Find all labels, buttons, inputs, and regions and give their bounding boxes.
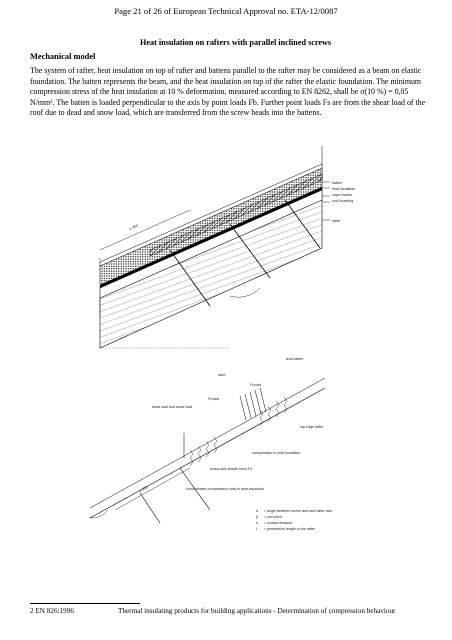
drawing-svg: ≥ 250 batten heat insulation vapor barri… <box>89 146 355 531</box>
axis-batten-label: axis batten <box>286 357 303 361</box>
paragraph-text: The system of rafter, heat insulation on… <box>30 66 426 118</box>
dim-bottom-label: ≥ 250 <box>139 485 149 493</box>
technical-drawing: ≥ 250 batten heat insulation vapor barri… <box>60 138 432 598</box>
heat-insulation-label: heat insulation <box>332 187 355 191</box>
footnote-text: Thermal insulating products for building… <box>118 607 396 615</box>
roof-boarding-label: roof boarding <box>332 199 353 203</box>
body-paragraph: The system of rafter, heat insulation on… <box>30 66 430 119</box>
concentrated-compression-label: concentrated compression load in heat in… <box>186 487 264 491</box>
legend-symbol: α <box>256 509 258 513</box>
legend-text: = screws distance <box>264 521 293 525</box>
vapour-barrier-label: vapor barrier <box>332 193 353 197</box>
figure-legend: α = angle between screw axis and rafter … <box>256 509 332 531</box>
dead-snow-load-label: dead load and snow load <box>152 405 192 409</box>
footnote-rule <box>30 603 140 604</box>
f-wind-a-label: Fb,wind <box>250 383 261 387</box>
legend-symbol: ℓ <box>256 527 258 531</box>
rafter-label: rafter <box>332 219 341 223</box>
wind-label: wind <box>218 373 225 377</box>
legend-text: = angle between screw axis and rafter ax… <box>264 509 332 513</box>
top-edge-rafter-label: top edge rafter <box>300 425 324 429</box>
legend-symbol: β <box>256 515 258 519</box>
lower-static-model: ≥ 250 axis batten wind Fb,wind Fb,wind d… <box>89 357 326 524</box>
legend-text: = roof pitch <box>264 515 282 519</box>
batten-label: batten <box>332 181 342 185</box>
dim-top-label: ≥ 250 <box>129 224 139 231</box>
f-wind-b-label: Fb,wind <box>208 397 219 401</box>
footnote: 2 EN 826:1996 Thermal insulating products… <box>30 607 430 616</box>
screw-axis-label: screw axis tensile force Fz <box>210 467 252 471</box>
upper-section-detail: ≥ 250 batten heat insulation vapor barri… <box>99 146 355 349</box>
footnote-number: 2 EN 826:1996 <box>30 607 74 615</box>
compression-label: compression in heat insulation <box>252 451 300 455</box>
section-title: Heat insulation on rafters with parallel… <box>140 38 332 47</box>
legend-text: = penetration length in the rafter <box>264 527 316 531</box>
subsection-title: Mechanical model <box>30 52 96 61</box>
page-header: Page 21 of 26 of European Technical Appr… <box>114 6 338 16</box>
legend-symbol: e <box>256 521 258 525</box>
